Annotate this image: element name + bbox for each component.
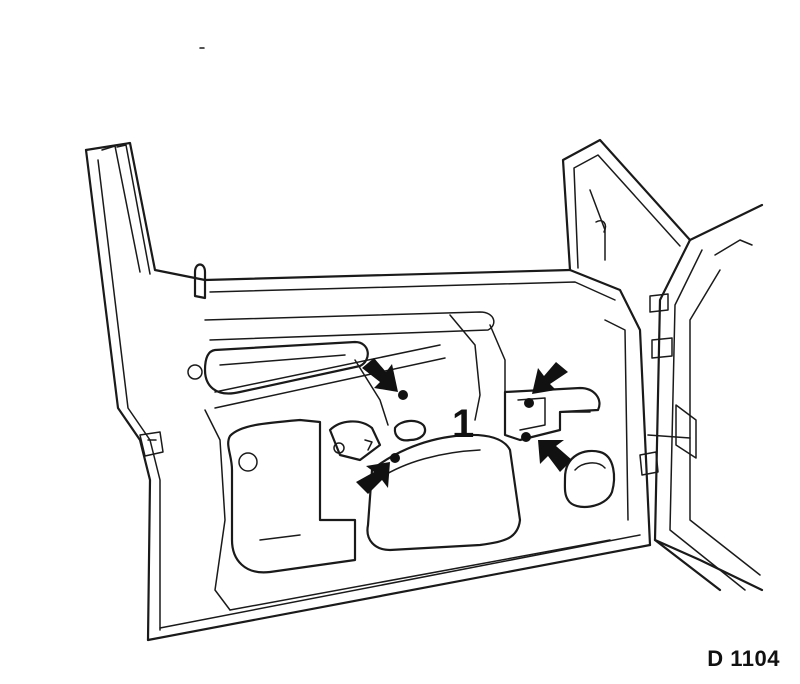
fastener-dot (398, 390, 408, 400)
callout-number: 1 (452, 402, 474, 446)
fastener-dot (524, 398, 534, 408)
inner-door-panel (139, 263, 629, 611)
fastener-dot (521, 432, 531, 442)
arrow-pointers (356, 358, 572, 494)
arrow-pointer-icon (538, 440, 572, 472)
body-pillar (639, 203, 764, 592)
arrow-pointer-icon (362, 358, 398, 392)
arrow-pointer-icon (356, 462, 390, 494)
arrow-pointer-icon (532, 362, 568, 394)
figure-id-label: D 1104 (707, 646, 780, 671)
fastener-dot (390, 453, 400, 463)
fastener-points (390, 390, 534, 463)
